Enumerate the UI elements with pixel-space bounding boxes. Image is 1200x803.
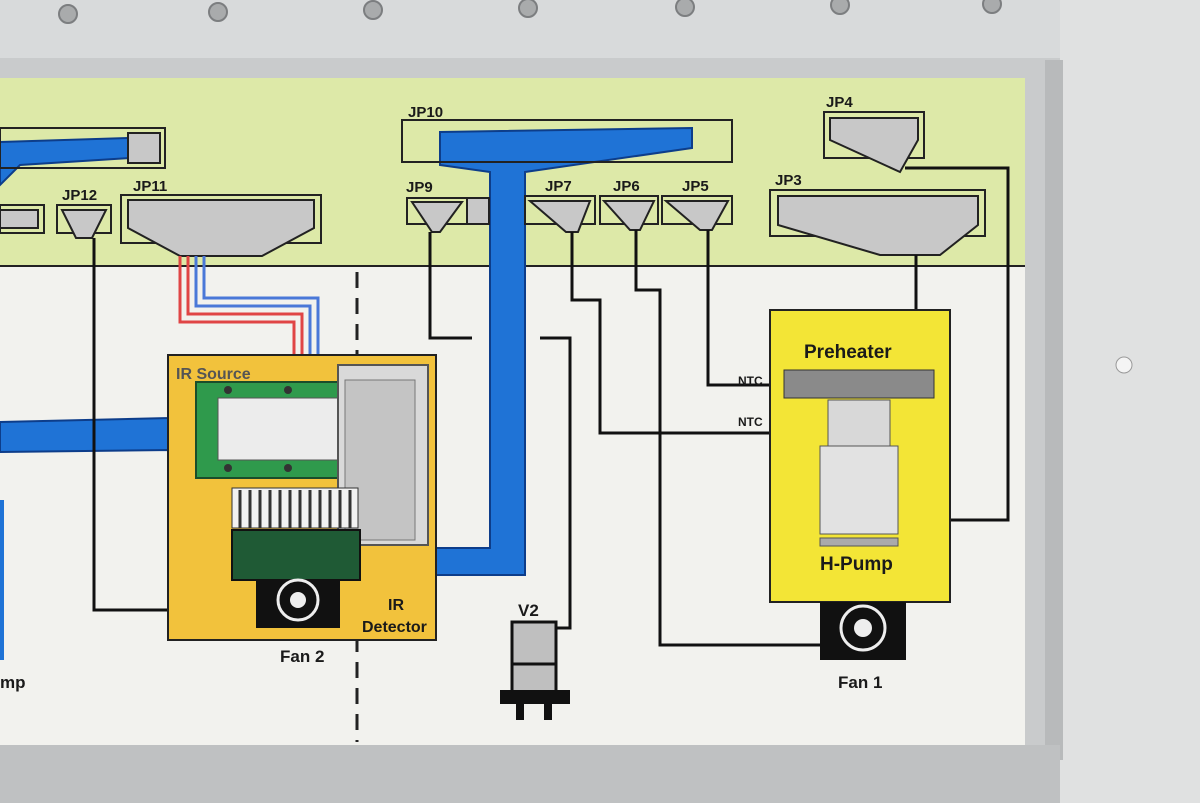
connector-jp3-body bbox=[777, 195, 979, 256]
panel-edge bbox=[1045, 60, 1063, 760]
connector-left-small-body bbox=[0, 209, 39, 229]
pipe-left-partial bbox=[0, 500, 4, 660]
cooler-block bbox=[231, 529, 361, 581]
label-jp7: JP7 bbox=[545, 178, 572, 195]
wire-jp4-pump bbox=[895, 166, 1010, 522]
pump-body bbox=[819, 445, 899, 535]
screw-icon bbox=[208, 2, 228, 22]
preheater-bar bbox=[783, 369, 935, 399]
wire-jp6-fan1 bbox=[634, 230, 822, 647]
screw-icon bbox=[830, 0, 850, 15]
connectors bbox=[0, 111, 986, 257]
fan1-icon bbox=[820, 602, 906, 660]
wire-jp9 bbox=[428, 232, 472, 340]
label-jp9: JP9 bbox=[406, 179, 433, 196]
connector-left-top bbox=[0, 127, 166, 169]
wire-blue bbox=[202, 256, 320, 385]
wire-blue bbox=[194, 256, 312, 385]
label-pump-partial: mp bbox=[0, 673, 26, 692]
connector-jp6-body bbox=[601, 200, 656, 231]
label-preheater: Preheater bbox=[804, 342, 892, 363]
pump-head bbox=[827, 399, 891, 447]
label-ntc-top: NTC bbox=[738, 374, 763, 388]
bottom-rail bbox=[0, 745, 1060, 803]
connector-jp12-body bbox=[60, 209, 108, 239]
label-jp6: JP6 bbox=[613, 178, 640, 195]
label-ir-detector-1: IR bbox=[388, 597, 404, 614]
screw-icon bbox=[518, 0, 538, 18]
screw-icon bbox=[58, 4, 78, 24]
wire-jp7-ntc bbox=[570, 232, 828, 435]
mount-hole bbox=[1115, 356, 1133, 374]
label-jp5: JP5 bbox=[682, 178, 709, 195]
label-fan1: Fan 1 bbox=[838, 673, 882, 692]
fan2-icon bbox=[256, 578, 340, 628]
label-jp3: JP3 bbox=[775, 172, 802, 189]
pump-base bbox=[819, 537, 899, 547]
screw-row bbox=[58, 0, 1002, 24]
screw-icon bbox=[675, 0, 695, 17]
pipe-left-top bbox=[0, 136, 131, 187]
label-jp4: JP4 bbox=[826, 94, 853, 111]
ir-source-chip bbox=[217, 397, 349, 461]
label-jp12: JP12 bbox=[62, 187, 97, 204]
connector-jp5-body bbox=[663, 200, 730, 231]
ir-source-wires bbox=[178, 256, 320, 385]
right-rail bbox=[1060, 0, 1200, 803]
wire-v2 bbox=[540, 336, 572, 630]
connector-jp11-body bbox=[127, 199, 315, 257]
connector-spacer bbox=[466, 197, 490, 225]
wire-red bbox=[186, 256, 304, 385]
wire-red bbox=[178, 256, 296, 385]
heatsink-fins bbox=[238, 490, 352, 528]
wire-jp5-ntc bbox=[706, 230, 784, 387]
heatsink bbox=[231, 487, 359, 529]
label-ir-source: IR Source bbox=[176, 366, 251, 383]
label-ir-detector-2: Detector bbox=[362, 619, 427, 636]
label-ntc-bottom: NTC bbox=[738, 415, 763, 429]
label-v2: V2 bbox=[518, 601, 539, 620]
screw-icon bbox=[982, 0, 1002, 14]
connector-jp9-body bbox=[410, 201, 464, 233]
connector-jp4-body bbox=[829, 117, 919, 174]
label-fan2: Fan 2 bbox=[280, 647, 324, 666]
label-jp11: JP11 bbox=[133, 178, 167, 195]
screw-icon bbox=[363, 0, 383, 20]
v2-valve-icon bbox=[500, 620, 570, 720]
connector-jp10 bbox=[401, 119, 733, 163]
connector-left-small bbox=[0, 204, 45, 234]
label-h-pump: H-Pump bbox=[820, 554, 893, 575]
connector-jp7-body bbox=[527, 200, 592, 233]
label-jp10: JP10 bbox=[408, 104, 443, 121]
connector-plug bbox=[127, 132, 161, 164]
